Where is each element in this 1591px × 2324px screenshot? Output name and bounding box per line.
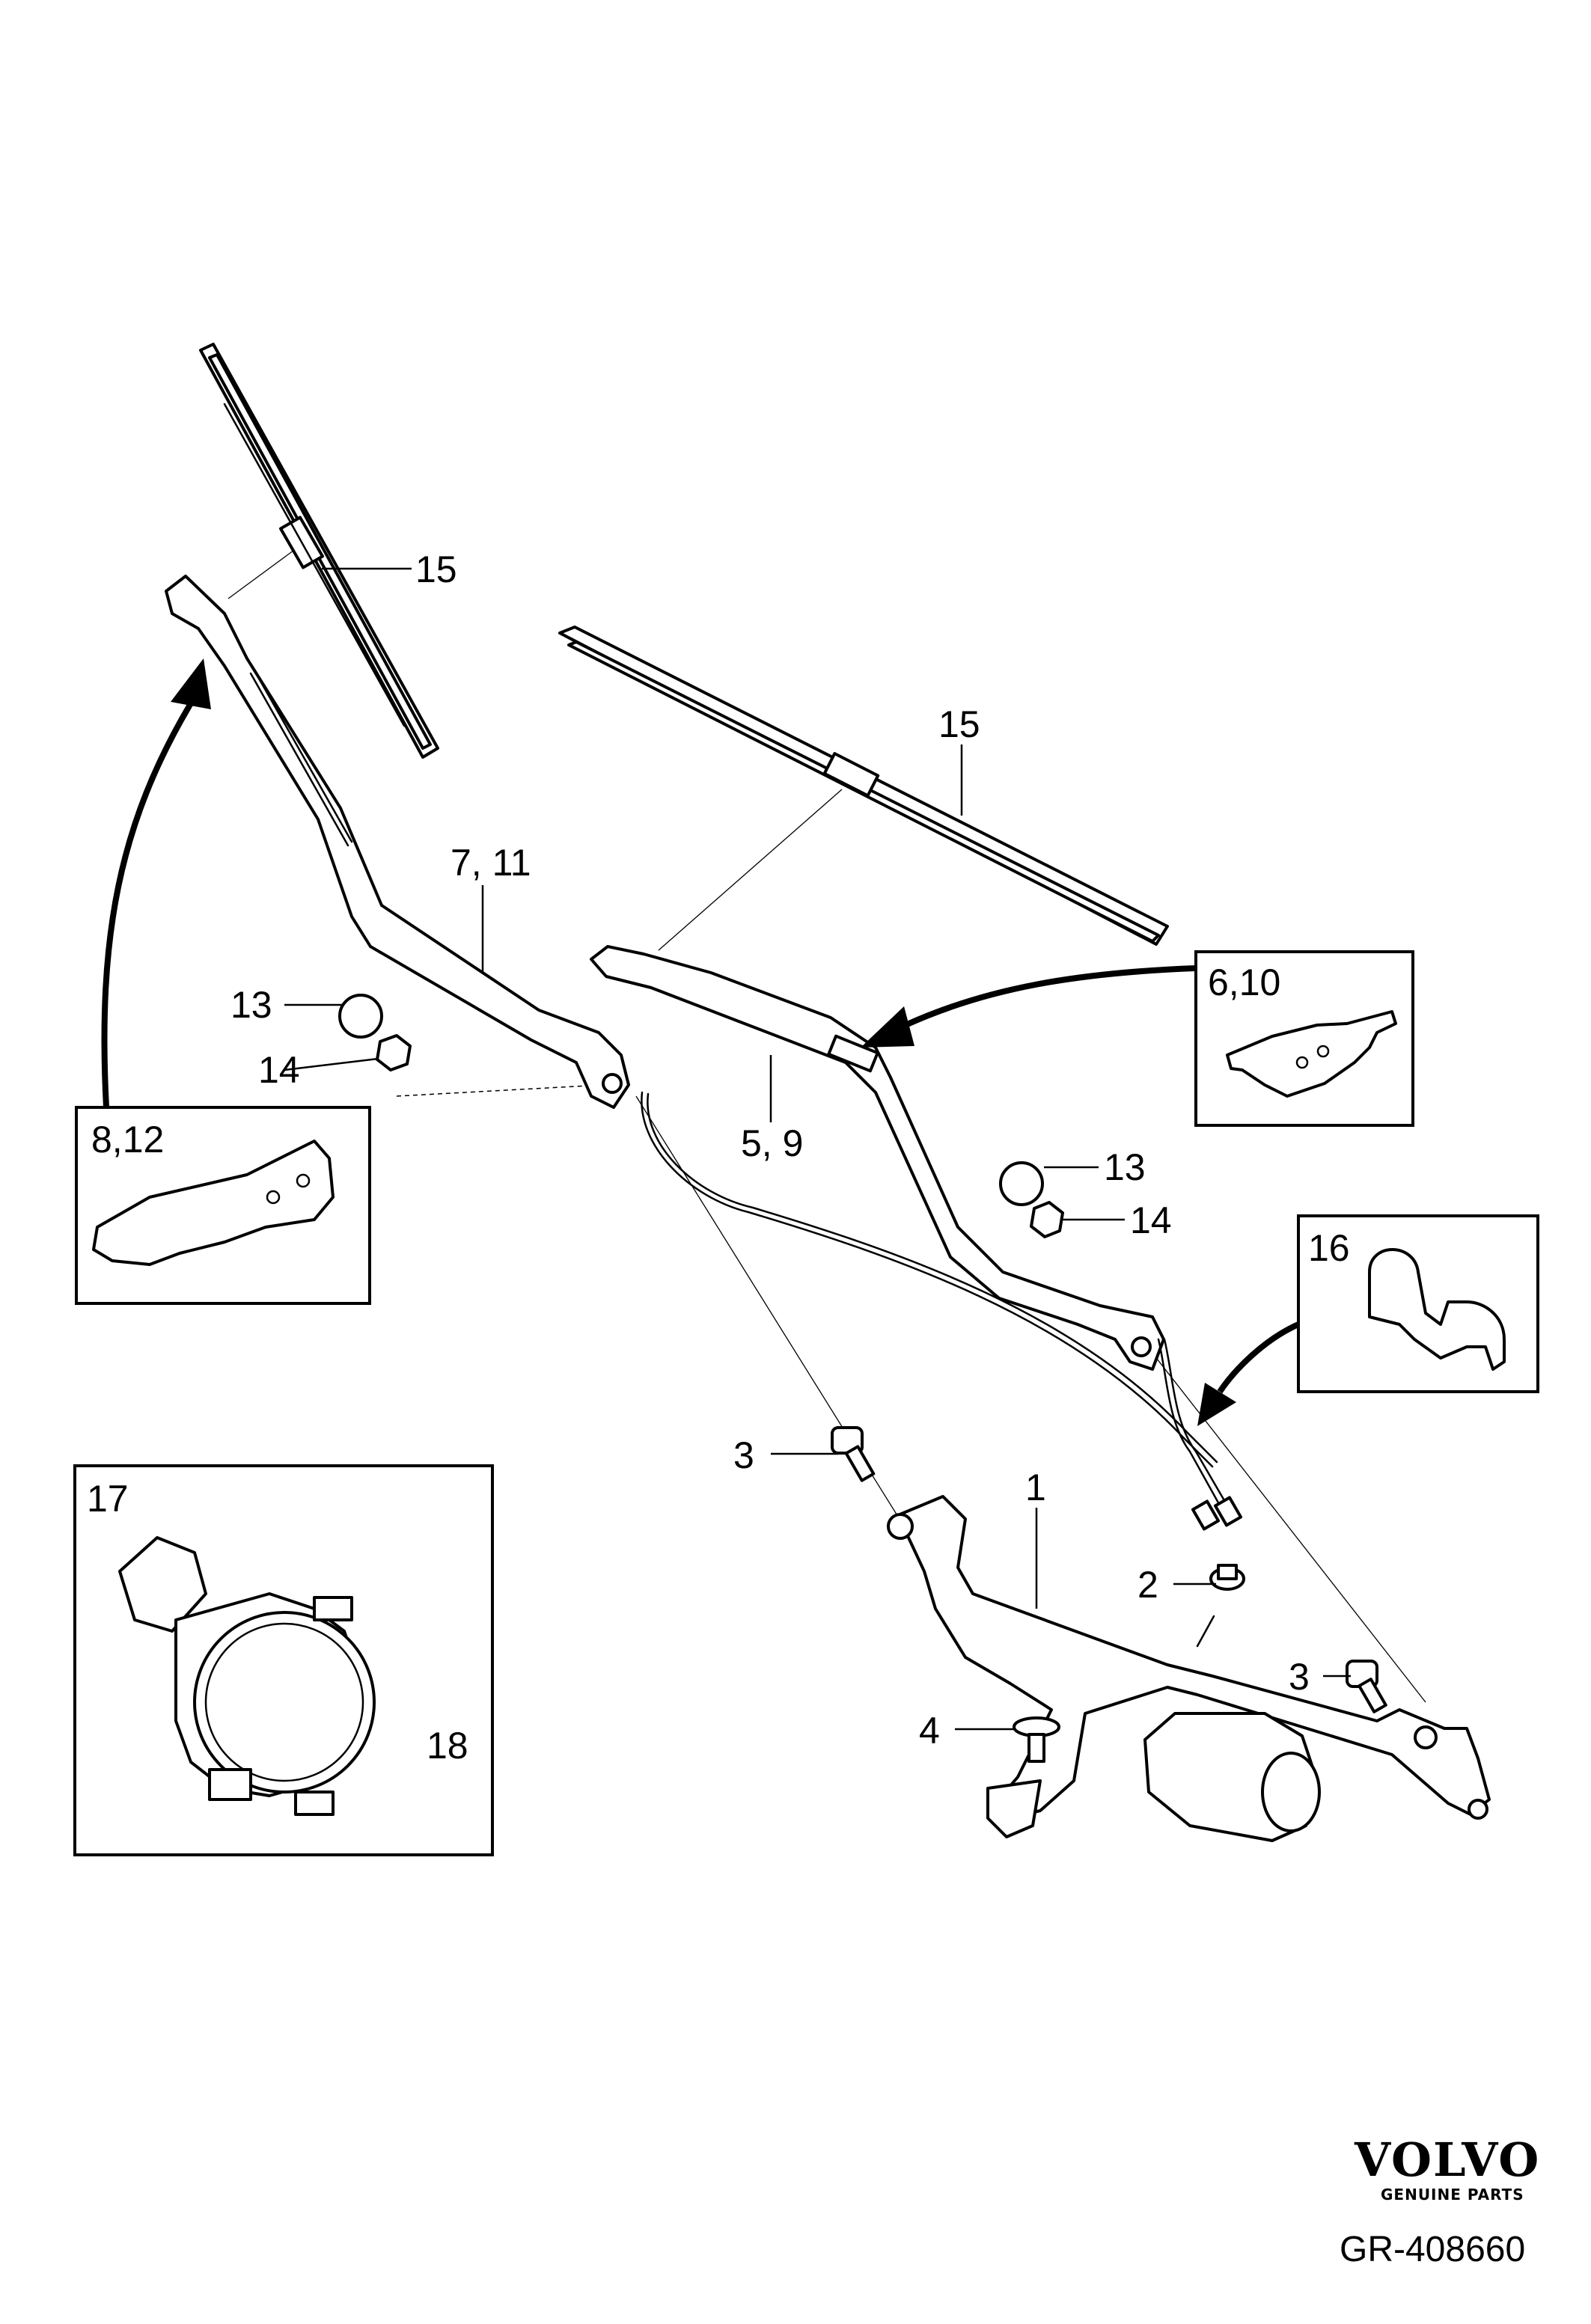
screw-left bbox=[831, 1426, 876, 1482]
brand-tagline: GENUINE PARTS bbox=[1381, 2186, 1524, 2204]
callout-14-left: 14 bbox=[258, 1049, 300, 1091]
wiper-motor-linkage bbox=[887, 1495, 1491, 1842]
callout-3-left: 3 bbox=[733, 1434, 754, 1476]
callout-18: 18 bbox=[427, 1725, 468, 1767]
arm-caps-and-nuts bbox=[338, 994, 1064, 1238]
left-wiper-blade bbox=[199, 343, 439, 759]
washer-hose bbox=[641, 1091, 1243, 1531]
screw-right bbox=[1346, 1660, 1387, 1713]
callout-3-right: 3 bbox=[1289, 1656, 1310, 1698]
box-label-6-10: 6,10 bbox=[1208, 961, 1280, 1003]
callout-leaders bbox=[284, 567, 1351, 1746]
box-label-17: 17 bbox=[87, 1478, 129, 1520]
callout-labels: 15 15 7, 11 13 14 5, 9 13 14 3 1 2 3 4 1… bbox=[87, 548, 1350, 1767]
pointer-arrows bbox=[101, 658, 1300, 1426]
clip-2 bbox=[1209, 1564, 1245, 1591]
inset-box-8-12 bbox=[75, 1106, 371, 1305]
box-label-16: 16 bbox=[1308, 1227, 1350, 1269]
callout-2: 2 bbox=[1137, 1564, 1158, 1606]
inset-box-6-10 bbox=[1194, 950, 1414, 1127]
diagram-reference: GR-408660 bbox=[1340, 2230, 1525, 2269]
brand-name: VOLVO bbox=[1354, 2132, 1540, 2187]
callout-14-right: 14 bbox=[1130, 1199, 1172, 1241]
cap-left bbox=[338, 994, 383, 1039]
right-wiper-arm bbox=[590, 945, 1165, 1371]
fasteners bbox=[831, 1426, 1387, 1763]
callout-15-left: 15 bbox=[415, 548, 457, 590]
callout-7-11: 7, 11 bbox=[451, 842, 531, 884]
callout-13-right: 13 bbox=[1104, 1146, 1146, 1188]
nut-right bbox=[1030, 1201, 1064, 1238]
cap-right bbox=[999, 1161, 1044, 1206]
guide-lines bbox=[227, 545, 1426, 1703]
callout-15-right: 15 bbox=[938, 703, 980, 745]
callout-4: 4 bbox=[919, 1710, 940, 1752]
inset-box-17 bbox=[73, 1464, 494, 1856]
callout-5-9: 5, 9 bbox=[741, 1122, 803, 1164]
bolt-4 bbox=[1013, 1716, 1060, 1763]
volvo-genuine-parts-logo: VOLVO GENUINE PARTS bbox=[1354, 2132, 1540, 2204]
right-wiper-blade bbox=[558, 626, 1169, 946]
callout-13-left: 13 bbox=[230, 984, 272, 1026]
inset-box-16 bbox=[1297, 1214, 1539, 1393]
left-wiper-arm bbox=[165, 575, 630, 1109]
box-label-8-12: 8,12 bbox=[91, 1119, 164, 1161]
callout-1: 1 bbox=[1025, 1467, 1046, 1508]
nut-left bbox=[376, 1034, 412, 1071]
